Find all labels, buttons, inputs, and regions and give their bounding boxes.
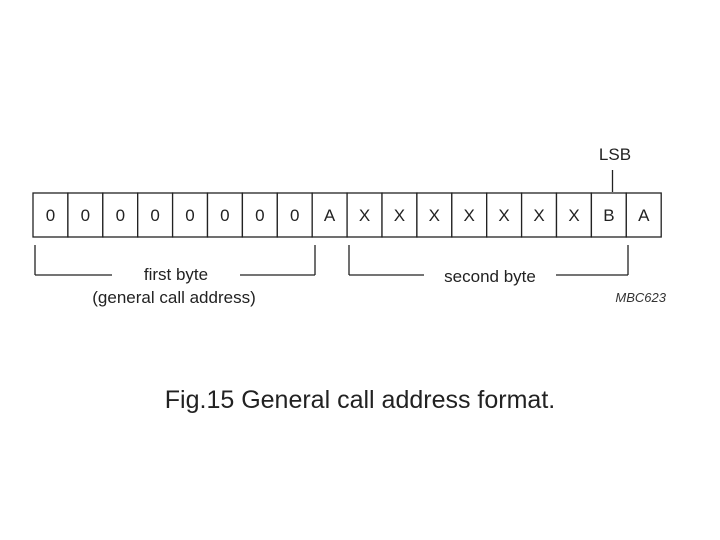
bit-cell: X xyxy=(520,192,558,238)
bit-cell: 0 xyxy=(137,192,174,238)
bit-value: X xyxy=(394,206,405,225)
second-byte-bracket xyxy=(348,245,629,276)
bit-cell: 0 xyxy=(67,192,104,238)
bit-cell: A xyxy=(625,192,662,238)
bit-value: A xyxy=(638,206,650,225)
bit-cell: 0 xyxy=(276,192,313,238)
first-byte-sublabel: (general call address) xyxy=(92,288,255,307)
bit-cell: 0 xyxy=(32,192,69,238)
bit-value: 0 xyxy=(185,206,194,225)
bit-value: 0 xyxy=(220,206,229,225)
bit-cells: 0 0 0 0 0 0 0 0 A X X X X X X X B A xyxy=(32,192,662,238)
bit-value: 0 xyxy=(81,206,90,225)
figure-code: MBC623 xyxy=(615,290,666,305)
bit-cell: X xyxy=(381,192,418,238)
bit-cell: B xyxy=(590,192,627,238)
bit-value: 0 xyxy=(46,206,55,225)
bit-cell: X xyxy=(346,192,383,238)
bit-cell: 0 xyxy=(102,192,139,238)
bit-value: X xyxy=(568,206,579,225)
bit-cell: 0 xyxy=(206,192,244,238)
bit-cell: X xyxy=(451,192,488,238)
bit-value: 0 xyxy=(116,206,125,225)
bit-value: 0 xyxy=(290,206,299,225)
figure-caption: Fig.15 General call address format. xyxy=(164,386,556,414)
first-byte-bracket xyxy=(34,245,316,276)
bit-value: X xyxy=(533,206,544,225)
bit-value: X xyxy=(429,206,440,225)
bit-cell: X xyxy=(486,192,523,238)
bit-value: 0 xyxy=(150,206,159,225)
lsb-label: LSB xyxy=(599,145,631,164)
bit-cell: 0 xyxy=(241,192,278,238)
bit-cell: 0 xyxy=(171,192,209,238)
bit-value: X xyxy=(498,206,509,225)
bit-value: 0 xyxy=(255,206,264,225)
bit-value: X xyxy=(464,206,475,225)
bit-cell: X xyxy=(555,192,593,238)
second-byte-label: second byte xyxy=(444,267,536,286)
bit-value: B xyxy=(603,206,614,225)
bit-value: A xyxy=(324,206,336,225)
bit-cell: A xyxy=(311,192,348,238)
bit-value: X xyxy=(359,206,370,225)
first-byte-label: first byte xyxy=(144,265,208,284)
bit-cell: X xyxy=(416,192,453,238)
